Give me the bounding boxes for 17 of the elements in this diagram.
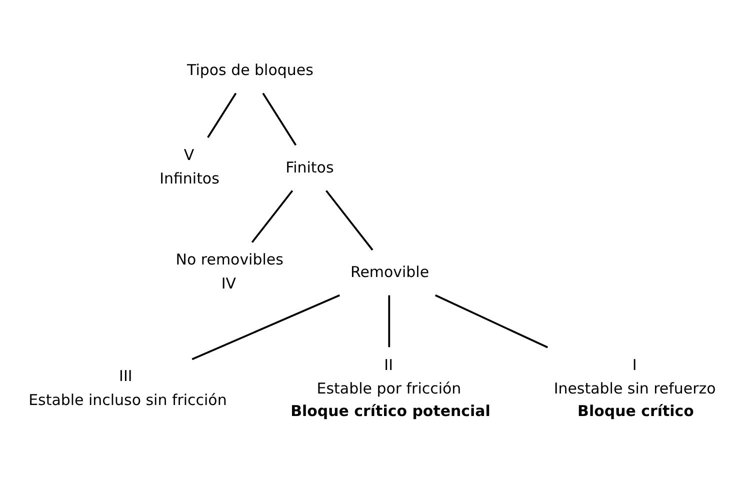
connector (326, 190, 374, 251)
node-text: I Inestable sin refuerzo (554, 356, 716, 398)
node-label: Bloque crítico potencial (290, 402, 490, 420)
connector (388, 295, 390, 348)
connector (192, 294, 340, 360)
connector (434, 294, 548, 348)
connector (262, 92, 297, 146)
node-text: II Estable por fricción (316, 356, 462, 398)
connector (251, 190, 294, 243)
node-text: Removible (350, 263, 430, 282)
node-text: III Estable incluso sin fricción (28, 367, 227, 409)
node-text: V Infinitos (160, 146, 220, 188)
node-text: No removibles IV (176, 250, 284, 292)
connector (207, 92, 237, 138)
node-text: Finitos (286, 158, 334, 176)
node-text: Tipos de bloques (187, 60, 314, 79)
node-label: Bloque crítico (578, 402, 694, 420)
